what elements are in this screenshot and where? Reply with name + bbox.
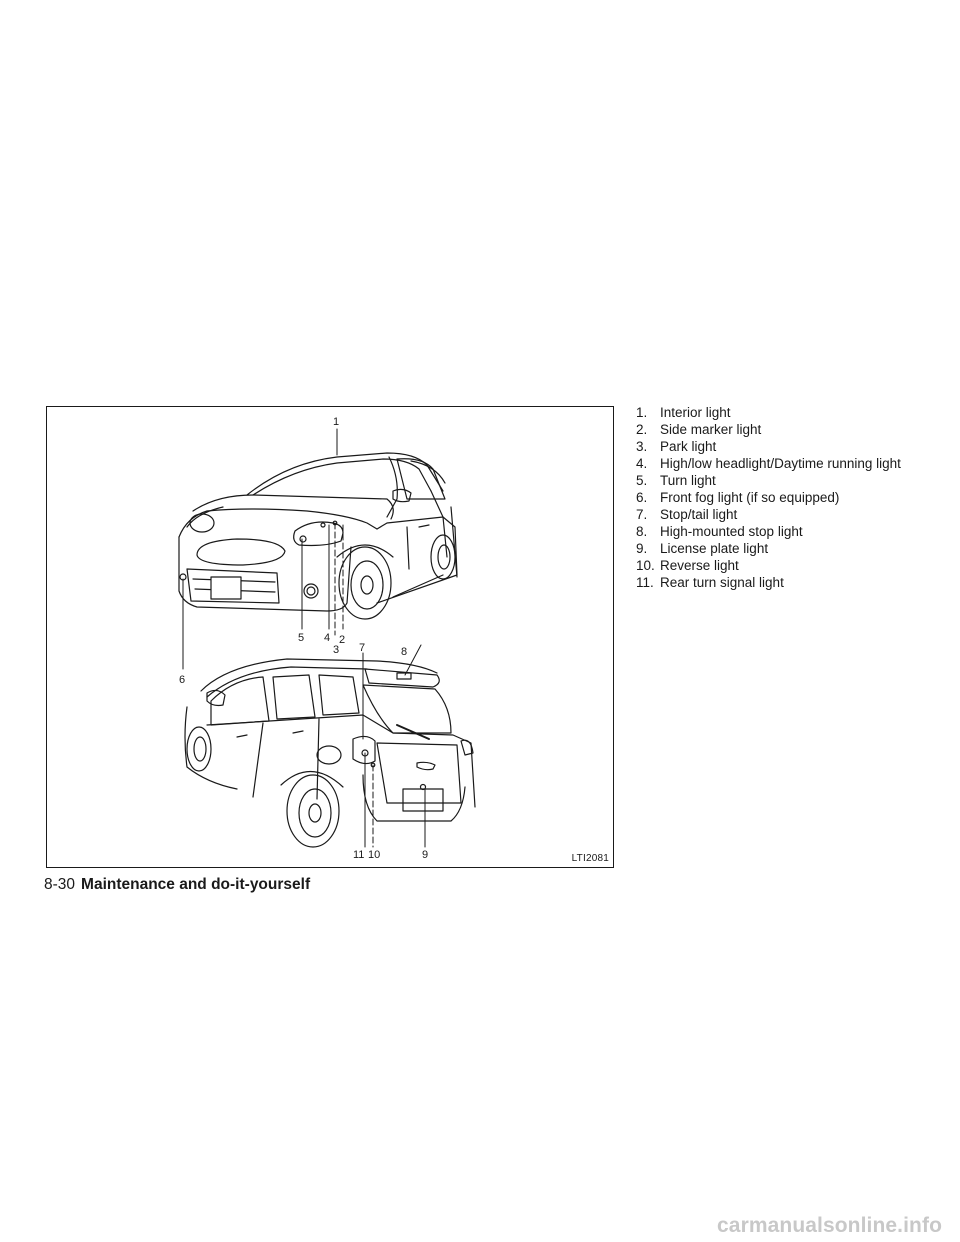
legend-item: 7. Stop/tail light xyxy=(636,506,926,523)
rear-car-drawing xyxy=(184,658,476,848)
legend-text: High/low headlight/Daytime running light xyxy=(660,456,901,471)
legend-number: 2. xyxy=(636,422,648,437)
legend-number: 6. xyxy=(636,490,648,505)
legend-item: 10. Reverse light xyxy=(636,557,926,574)
legend-number: 11. xyxy=(636,575,654,590)
callout-10: 10 xyxy=(368,849,380,861)
front-car-drawing xyxy=(178,452,458,620)
legend-number: 9. xyxy=(636,541,648,556)
legend-text: Front fog light (if so equipped) xyxy=(660,490,840,505)
legend-item: 8. High-mounted stop light xyxy=(636,523,926,540)
rear-callout-leaders xyxy=(362,644,426,848)
legend-text: Stop/tail light xyxy=(660,507,738,522)
vehicle-lights-figure: 1 5 4 3 2 6 7 8 11 10 9 LTI2081 xyxy=(46,406,614,868)
legend-number: 8. xyxy=(636,524,648,539)
callout-2: 2 xyxy=(339,634,345,646)
legend-number: 3. xyxy=(636,439,648,454)
car-illustration: 1 5 4 3 2 6 7 8 11 10 9 xyxy=(178,416,476,861)
callout-11: 11 xyxy=(353,849,364,861)
callout-7: 7 xyxy=(359,642,365,654)
watermark-link[interactable]: carmanualsonline.info xyxy=(717,1214,942,1237)
legend-text: Side marker light xyxy=(660,422,762,437)
callout-5: 5 xyxy=(298,632,304,644)
page-footer: 8-30 Maintenance and do-it-yourself xyxy=(44,876,310,894)
callout-6: 6 xyxy=(179,674,185,686)
legend-number: 10. xyxy=(636,558,655,573)
legend-number: 7. xyxy=(636,507,648,522)
callout-4: 4 xyxy=(324,632,330,644)
legend-text: Park light xyxy=(660,439,717,454)
legend-item: 4. High/low headlight/Daytime running lig… xyxy=(636,455,926,472)
figure-code: LTI2081 xyxy=(571,853,609,864)
legend-text: Interior light xyxy=(660,405,731,420)
legend-number: 5. xyxy=(636,473,648,488)
legend-text: Turn light xyxy=(660,473,716,488)
callout-1: 1 xyxy=(333,416,339,428)
callout-8: 8 xyxy=(401,646,407,658)
legend-item: 2. Side marker light xyxy=(636,421,926,438)
callout-3: 3 xyxy=(333,644,339,656)
legend-item: 5. Turn light xyxy=(636,472,926,489)
lights-legend: 1. Interior light 2. Side marker light 3. P… xyxy=(636,404,926,591)
legend-number: 4. xyxy=(636,456,648,471)
legend-item: 1. Interior light xyxy=(636,404,926,421)
section-title: Maintenance and do-it-yourself xyxy=(81,876,311,893)
legend-item: 9. License plate light xyxy=(636,540,926,557)
legend-text: License plate light xyxy=(660,541,769,556)
legend-item: 3. Park light xyxy=(636,438,926,455)
page-number: 8-30 xyxy=(44,876,76,893)
callout-9: 9 xyxy=(422,849,428,861)
legend-text: Rear turn signal light xyxy=(660,575,784,590)
front-callout-leaders xyxy=(182,428,344,670)
legend-number: 1. xyxy=(636,405,648,420)
legend-item: 6. Front fog light (if so equipped) xyxy=(636,489,926,506)
legend-text: Reverse light xyxy=(660,558,739,573)
legend-text: High-mounted stop light xyxy=(660,524,803,539)
legend-item: 11. Rear turn signal light xyxy=(636,574,926,591)
